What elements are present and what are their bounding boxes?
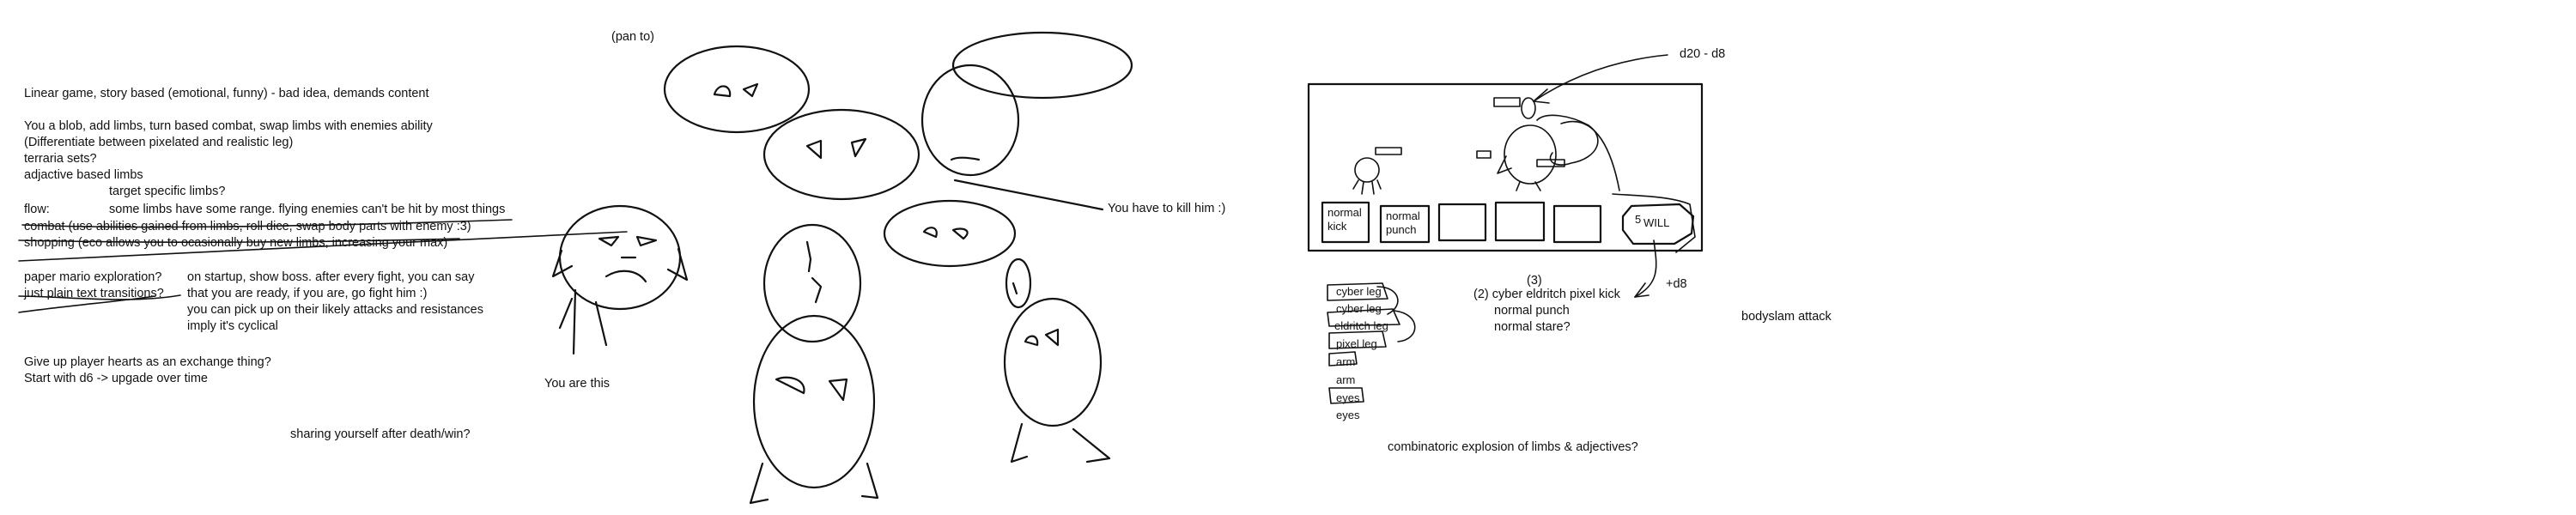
ability-slot-2 xyxy=(1379,204,1431,244)
dice-note: d20 - d8 xyxy=(1680,47,1726,61)
kill-him-label: You have to kill him :) xyxy=(1108,202,1226,215)
flow-label: flow: xyxy=(24,203,50,216)
slot-1-label: normal kick xyxy=(1327,206,1362,233)
player-blob-drawing xyxy=(551,204,689,355)
note-line-14: sharing yourself after death/win? xyxy=(290,427,471,441)
will-octagon xyxy=(1621,203,1695,245)
pan-to-label: (pan to) xyxy=(611,30,654,44)
note-line-13: Start with d6 -> upgade over time xyxy=(24,372,208,385)
will-label: WILL xyxy=(1643,216,1670,229)
note-line-12: Give up player hearts as an exchange thi… xyxy=(24,355,271,369)
explosion-note: combinatoric explosion of limbs & adject… xyxy=(1388,440,1638,454)
note-line-2: You a blob, add limbs, turn based combat… xyxy=(24,119,433,133)
strikethrough-scribbles xyxy=(18,219,628,313)
note-line-3: (Differentiate between pixelated and rea… xyxy=(24,136,294,149)
limb-list-item: eyes xyxy=(1336,391,1360,404)
slot-2-label: normal punch xyxy=(1386,209,1420,236)
limb-list-boxes xyxy=(1327,282,1416,404)
limb-list-item: eyes xyxy=(1336,409,1360,421)
note-line-4: terraria sets? xyxy=(24,152,97,166)
flow-note-3: you can pick up on their likely attacks … xyxy=(187,303,483,317)
note-line-1: Linear game, story based (emotional, fun… xyxy=(24,87,429,100)
note-line-5: adjactive based limbs xyxy=(24,168,143,182)
combo-line-2: normal punch xyxy=(1494,304,1570,318)
limb-list-item: cyber leg xyxy=(1336,285,1382,298)
combo-number: (3) xyxy=(1527,274,1542,288)
plus-d8: +d8 xyxy=(1666,277,1687,291)
note-line-7: some limbs have some range. flying enemi… xyxy=(109,203,506,216)
ability-slot-5 xyxy=(1552,204,1602,244)
ability-slot-4 xyxy=(1494,201,1546,242)
combo-line-3: normal stare? xyxy=(1494,320,1571,334)
bodyslam-label: bodyslam attack xyxy=(1741,310,1832,324)
note-line-10: paper mario exploration? xyxy=(24,270,162,284)
annotation-arrows xyxy=(1533,54,1668,298)
ability-slot-1 xyxy=(1321,201,1370,244)
boss-blob-stack-drawing xyxy=(663,31,1133,505)
will-value: 5 xyxy=(1635,213,1642,226)
flow-note-1: on startup, show boss. after every fight… xyxy=(187,270,475,284)
you-are-this-label: You are this xyxy=(544,377,611,391)
flow-note-4: imply it's cyclical xyxy=(187,319,278,333)
note-line-9: shopping (eco allows you to ocasionally … xyxy=(24,236,448,250)
combo-line-1: (2) cyber eldritch pixel kick xyxy=(1473,288,1620,301)
enemy-blob-drawing xyxy=(1003,258,1111,464)
ability-slot-3 xyxy=(1437,203,1487,242)
limb-list-item: arm xyxy=(1336,373,1356,386)
flow-note-2: that you are ready, if you are, go fight… xyxy=(187,287,428,300)
game-screen-mockup xyxy=(1307,82,1704,253)
note-line-6: target specific limbs? xyxy=(109,185,226,198)
